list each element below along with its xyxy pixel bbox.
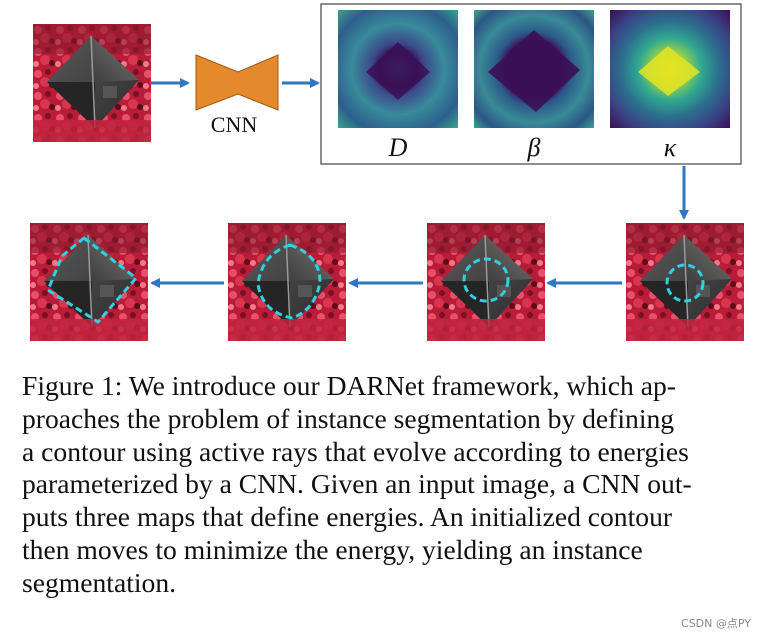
caption-line: segmentation. — [22, 566, 177, 598]
input-image — [32, 23, 152, 143]
contour-initial — [665, 263, 705, 303]
map-kappa: κ — [610, 10, 730, 162]
map-d: D — [338, 10, 458, 162]
map-kappa-label: κ — [664, 133, 677, 162]
contour-step-3 — [227, 222, 347, 342]
map-beta: β — [474, 10, 594, 162]
contour-intermediate-1 — [462, 257, 510, 303]
cnn-encoder-decoder-shape — [195, 54, 279, 111]
map-beta-label: β — [527, 133, 541, 162]
csdn-watermark: CSDN @点PY — [681, 617, 751, 630]
caption-line: a contour using active rays that evolve … — [22, 435, 689, 467]
energy-maps-panel: D β κ — [320, 3, 742, 165]
darnet-figure: CNN D β κ — [29, 3, 745, 342]
figure-caption: Figure 1: We introduce our DARNet framew… — [22, 370, 752, 600]
contour-step-1 — [625, 222, 745, 342]
cnn-block: CNN — [195, 54, 279, 137]
contour-step-4 — [29, 222, 149, 342]
caption-line: proaches the problem of instance segment… — [22, 402, 675, 434]
map-d-label: D — [388, 133, 408, 162]
cnn-label: CNN — [211, 112, 258, 137]
contour-intermediate-2 — [256, 243, 322, 320]
caption-line: parameterized by a CNN. Given an input i… — [22, 468, 692, 500]
caption-line: Figure 1: We introduce our DARNet framew… — [22, 370, 676, 401]
contour-final-segmentation — [46, 236, 138, 324]
caption-line: then moves to minimize the energy, yield… — [22, 533, 643, 565]
caption-line: puts three maps that define energies. An… — [22, 501, 673, 533]
contour-step-2 — [426, 222, 546, 342]
